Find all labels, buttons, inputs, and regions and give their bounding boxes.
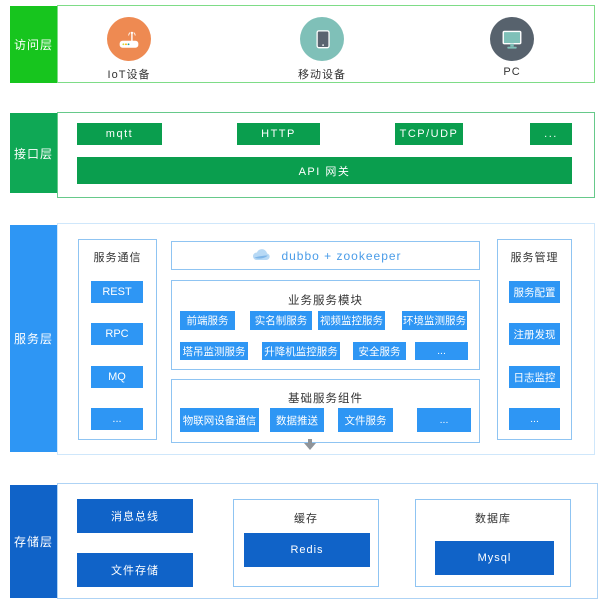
middleware-bar: dubbo + zookeeper (171, 241, 480, 270)
service-layer-label: 服务层 (10, 225, 57, 452)
protocol-box-mqtt: mqtt (77, 123, 162, 145)
tablet-icon (300, 17, 344, 61)
business-box: 实名制服务 (250, 311, 312, 330)
down-arrow-icon (303, 437, 317, 455)
protocol-box-more: ... (530, 123, 572, 145)
business-box: 安全服务 (353, 342, 406, 360)
device-label: 移动设备 (298, 69, 346, 81)
mgmt-box-more: ... (509, 408, 560, 430)
mgmt-box-config: 服务配置 (509, 281, 560, 303)
router-icon (107, 17, 151, 61)
comm-box-mq: MQ (91, 366, 143, 388)
comm-box-more: ... (91, 408, 143, 430)
panel-title: 数据库 (475, 513, 511, 525)
panel-title: 缓存 (294, 513, 318, 525)
business-box: 视频监控服务 (318, 311, 385, 330)
comm-box-rpc: RPC (91, 323, 143, 345)
device-label: IoT设备 (107, 69, 151, 81)
interface-layer-label: 接口层 (10, 113, 57, 193)
device-label: PC (503, 66, 521, 78)
protocol-box-tcpudp: TCP/UDP (395, 123, 463, 145)
mgmt-box-logging: 日志监控 (509, 366, 560, 388)
comm-box-rest: REST (91, 281, 143, 303)
panel-title: 服务通信 (93, 252, 142, 264)
business-box: 前端服务 (180, 311, 235, 330)
business-box: 塔吊监测服务 (180, 342, 248, 360)
device-iot: IoT设备 (84, 17, 174, 82)
storage-layer-label: 存储层 (10, 485, 57, 598)
protocol-box-http: HTTP (237, 123, 320, 145)
mgmt-box-registry: 注册发现 (509, 323, 560, 345)
monitor-icon (490, 17, 534, 61)
access-layer-label: 访问层 (10, 6, 57, 83)
database-panel: 数据库 Mysql (415, 499, 571, 587)
panel-title: 服务管理 (510, 252, 559, 264)
base-box: 数据推送 (270, 408, 324, 432)
middleware-label: dubbo + zookeeper (281, 248, 402, 263)
cache-panel: 缓存 Redis (233, 499, 379, 587)
base-box: 物联网设备通信 (180, 408, 259, 432)
business-box: 升降机监控服务 (262, 342, 340, 360)
database-box-mysql: Mysql (435, 541, 554, 575)
panel-title: 业务服务模块 (288, 295, 363, 307)
device-mobile: 移动设备 (277, 17, 367, 82)
storage-box-file-storage: 文件存储 (77, 553, 193, 587)
panel-title: 基础服务组件 (288, 393, 363, 405)
base-box: 文件服务 (338, 408, 393, 432)
cache-box-redis: Redis (244, 533, 370, 567)
api-gateway-bar: API 网关 (77, 157, 572, 184)
base-box-more: ... (417, 408, 471, 432)
business-box-more: ... (415, 342, 468, 360)
business-box: 环境监测服务 (402, 311, 467, 330)
storage-box-message-bus: 消息总线 (77, 499, 193, 533)
device-pc: PC (467, 17, 557, 78)
cloud-icon (249, 248, 273, 263)
